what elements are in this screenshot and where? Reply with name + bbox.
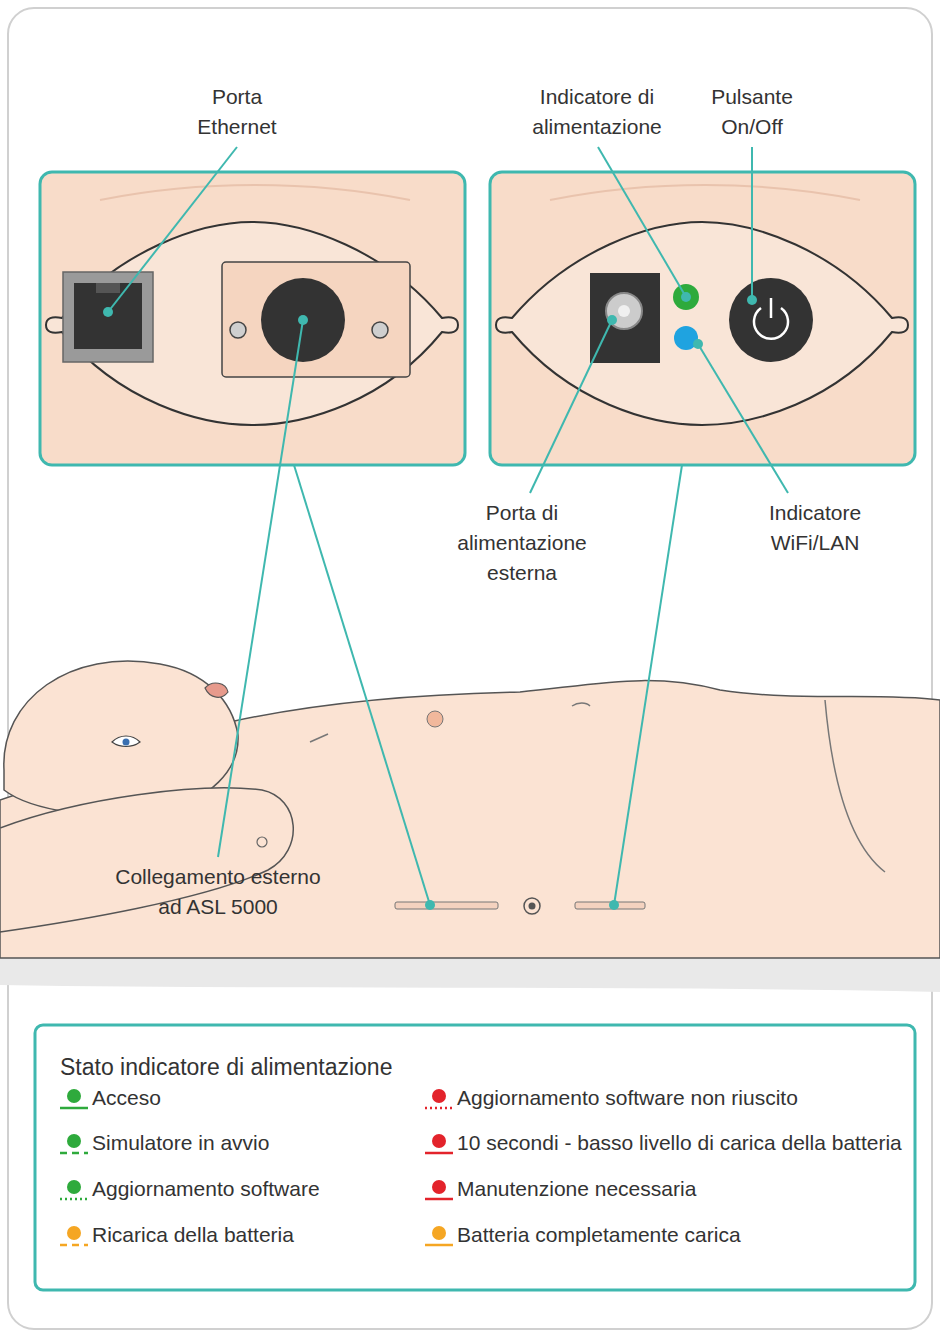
legend-text: 10 secondi - basso livello di carica del…	[457, 1128, 902, 1158]
illustration-part	[490, 172, 915, 465]
left-panel	[40, 172, 465, 465]
illustration-part	[693, 339, 703, 349]
illustration-part	[218, 320, 303, 857]
left-slot	[395, 902, 498, 909]
illustration-part	[96, 283, 120, 293]
sample-dot	[432, 1226, 446, 1240]
illustration-part	[372, 322, 388, 338]
illustration-part	[590, 273, 660, 363]
illustration-part	[550, 185, 860, 200]
sample-line	[60, 1152, 88, 1155]
legend-text: Simulatore in avvio	[92, 1128, 269, 1158]
illustration-part	[729, 278, 813, 362]
illustration-part	[747, 295, 757, 305]
sample-dot	[432, 1134, 446, 1148]
callout-label: Porta Ethernet	[187, 82, 287, 142]
illustration-part	[530, 320, 612, 493]
sample-line	[60, 1107, 88, 1110]
side-port	[524, 898, 540, 914]
sample-line	[425, 1107, 453, 1110]
callout-label: Indicatore di alimentazione	[522, 82, 672, 142]
illustration-part	[63, 272, 153, 362]
leader-dots	[103, 292, 757, 910]
sample-dot	[67, 1089, 81, 1103]
legend-sample	[58, 1128, 90, 1158]
sample-line	[425, 1152, 453, 1155]
legend-text: Manutenzione necessaria	[457, 1174, 696, 1204]
illustration-part	[222, 262, 410, 377]
legend-text: Acceso	[92, 1083, 161, 1113]
illustration-part	[40, 172, 465, 465]
illustration-part	[681, 292, 691, 302]
callout-label: Porta di alimentazione esterna	[447, 498, 597, 588]
legend-text: Aggiornamento software non riuscito	[457, 1083, 798, 1113]
illustration-part	[673, 284, 699, 310]
arm-port	[257, 837, 267, 847]
illustration-part	[606, 293, 642, 329]
illustration-part	[74, 283, 142, 349]
illustration-part	[294, 465, 430, 905]
legend-text: Ricarica della batteria	[92, 1220, 294, 1250]
legend-text: Batteria completamente carica	[457, 1220, 741, 1250]
leader-lines	[108, 147, 788, 905]
legend-sample	[58, 1083, 90, 1113]
sample-line	[60, 1244, 88, 1247]
illustration-part	[609, 900, 619, 910]
illustration-part	[496, 222, 908, 425]
leg-crease	[825, 700, 885, 872]
legend-text: Aggiornamento software	[92, 1174, 320, 1204]
sample-line	[425, 1244, 453, 1247]
illustration-part	[230, 322, 246, 338]
legend-sample	[423, 1220, 455, 1250]
illustration-part	[607, 315, 617, 325]
manikin	[0, 661, 940, 992]
sample-dot	[67, 1180, 81, 1194]
eye	[112, 736, 140, 747]
illustration-part	[103, 307, 113, 317]
sample-dot	[432, 1089, 446, 1103]
sample-line	[60, 1198, 88, 1201]
illustration-part	[425, 900, 435, 910]
right-panel	[490, 172, 915, 465]
legend-title: Stato indicatore di alimentazione	[60, 1052, 392, 1082]
illustration-part	[46, 222, 458, 425]
legend-frame	[35, 1025, 915, 1290]
illustration-part	[698, 344, 788, 493]
illustration-part	[618, 305, 630, 317]
callout-label: Indicatore WiFi/LAN	[750, 498, 880, 558]
mouth	[205, 683, 228, 697]
sample-line	[425, 1198, 453, 1201]
iris	[123, 739, 130, 746]
illustration-part	[100, 185, 410, 200]
sample-dot	[432, 1180, 446, 1194]
nipple	[427, 711, 443, 727]
sample-dot	[67, 1226, 81, 1240]
legend-sample	[423, 1174, 455, 1204]
legend-sample	[58, 1174, 90, 1204]
legend-sample	[58, 1220, 90, 1250]
illustration-part	[770, 298, 773, 318]
callout-label: Pulsante On/Off	[702, 82, 802, 142]
illustration-part	[261, 278, 345, 362]
illustration-part	[108, 147, 237, 312]
navel	[572, 703, 590, 706]
sample-dot	[67, 1134, 81, 1148]
side-port-core	[529, 903, 536, 910]
illustration-part	[614, 465, 682, 905]
illustration-part	[751, 147, 753, 300]
illustration-part	[298, 315, 308, 325]
legend-sample	[423, 1083, 455, 1113]
illustration-part	[598, 147, 686, 297]
callout-label: Collegamento esterno ad ASL 5000	[103, 862, 333, 922]
legend-sample	[423, 1128, 455, 1158]
chest-mark	[310, 734, 328, 742]
